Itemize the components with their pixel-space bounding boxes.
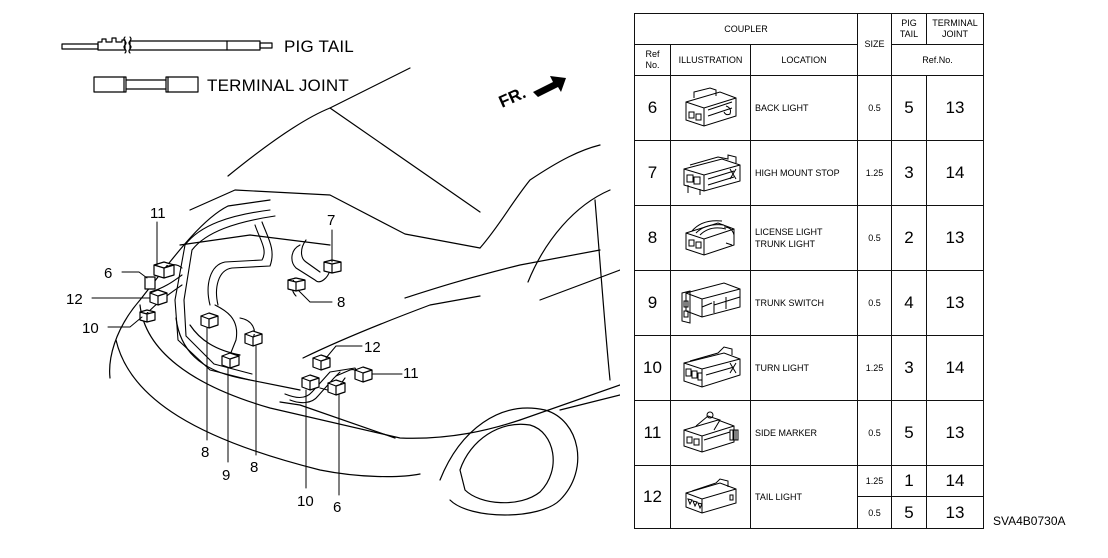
terminal-joint-cell: 13	[926, 75, 984, 141]
coupler-illustration-icon	[670, 270, 751, 336]
wire-harness	[144, 209, 363, 404]
location-cell: TURN LIGHT	[750, 335, 858, 401]
table-row: 12 TAIL LIGHT 1.25 1 14	[634, 465, 984, 529]
terminal-joint-cell: 13	[926, 270, 984, 336]
pig-tail-icon	[61, 36, 273, 54]
size-cell: 1.25	[857, 335, 892, 401]
table-row: 6 BACK LIGHT 0.5 5 13	[634, 75, 984, 141]
size-cell: 0.5	[857, 75, 892, 141]
header-size: SIZE	[857, 13, 892, 76]
terminal-joint-icon	[93, 76, 199, 93]
callout-left-10: 10	[82, 320, 99, 337]
callout-bottom-9: 9	[222, 467, 230, 484]
ref-number: 6	[634, 75, 671, 141]
car-rear-diagram: FR. 11 6 12 10 7 8 8 9 8 12 11 10 6	[61, 36, 621, 516]
ref-number: 7	[634, 140, 671, 206]
terminal-joint-cell: 14	[926, 335, 984, 401]
size-cell: 0.5	[857, 205, 892, 271]
header-coupler: COUPLER	[634, 13, 858, 45]
table-row: 0.5 5 13	[635, 496, 984, 529]
ref-number: 9	[634, 270, 671, 336]
pig-tail-cell: 5	[891, 496, 927, 529]
size-cell: 1.25	[857, 140, 892, 206]
location-cell: HIGH MOUNT STOP	[750, 140, 858, 206]
location-cell: SIDE MARKER	[750, 400, 858, 466]
front-direction-arrow-icon	[533, 76, 566, 97]
coupler-illustration-icon	[670, 75, 751, 141]
leader-lines	[91, 221, 403, 496]
callout-right-6: 6	[333, 499, 341, 516]
pig-tail-cell: 3	[891, 140, 927, 206]
callout-bottom-8b: 8	[250, 459, 258, 476]
terminal-joint-cell: 13	[926, 205, 984, 271]
coupler-illustration-icon	[670, 400, 751, 466]
car-body	[109, 67, 621, 516]
coupler-illustration-icon	[670, 205, 751, 271]
callout-trunk-7: 7	[327, 212, 335, 229]
callout-left-11: 11	[150, 205, 166, 222]
pig-tail-cell: 1	[891, 465, 927, 497]
header-location: LOCATION	[750, 44, 858, 76]
terminal-joint-label: TERMINAL JOINT	[207, 76, 349, 95]
location-cell: BACK LIGHT	[750, 75, 858, 141]
ref-number: 10	[634, 335, 671, 401]
pig-tail-cell: 2	[891, 205, 927, 271]
ref-number: 8	[634, 205, 671, 271]
location-cell: TRUNK SWITCH	[750, 270, 858, 336]
table-row: 9 TRUNK SWITCH 0.5 4 13	[634, 270, 984, 336]
coupler-illustration-icon	[670, 140, 751, 206]
part-code: SVA4B0730A	[993, 514, 1066, 528]
ref-number: 11	[634, 400, 671, 466]
size-cell: 1.25	[857, 465, 892, 497]
front-direction-label: FR.	[496, 83, 529, 111]
header-illustration: ILLUSTRATION	[670, 44, 751, 76]
pig-tail-label: PIG TAIL	[284, 37, 354, 56]
ref-number: 12	[634, 465, 671, 529]
pig-tail-cell: 5	[891, 400, 927, 466]
pig-tail-cell: 3	[891, 335, 927, 401]
table-row: 7 HIGH MOUNT STOP 1.25 3 14	[634, 140, 984, 206]
callout-right-10: 10	[297, 493, 314, 510]
size-cell: 0.5	[857, 496, 892, 529]
size-cell: 0.5	[857, 270, 892, 336]
callout-right-12: 12	[364, 339, 381, 356]
terminal-joint-cell: 14	[926, 465, 984, 497]
pig-tail-cell: 4	[891, 270, 927, 336]
size-cell: 0.5	[857, 400, 892, 466]
callout-left-12: 12	[66, 291, 83, 308]
terminal-joint-cell: 13	[926, 400, 984, 466]
header-ref-no-sub: Ref.No.	[891, 44, 984, 76]
terminal-joint-cell: 14	[926, 140, 984, 206]
callout-left-6: 6	[104, 265, 112, 282]
location-cell: TAIL LIGHT	[750, 465, 858, 529]
callout-numbers: 11 6 12 10 7 8 8 9 8 12 11 10 6	[66, 205, 419, 516]
terminal-joint-cell: 13	[926, 496, 984, 529]
table-row: 11 SIDE MARKER 0.5 5 13	[634, 400, 984, 466]
callout-right-11: 11	[403, 365, 419, 382]
wiring-diagram: FR. 11 6 12 10 7 8 8 9 8 12 11 10 6 PIG …	[61, 36, 621, 516]
coupler-illustration-icon	[670, 335, 751, 401]
callout-bottom-8a: 8	[201, 444, 209, 461]
pig-tail-cell: 5	[891, 75, 927, 141]
table-row: 10 TURN LIGHT 1.25 3 14	[634, 335, 984, 401]
coupler-illustration-icon	[670, 465, 751, 529]
connectors	[139, 259, 373, 396]
callout-trunk-8: 8	[337, 294, 345, 311]
